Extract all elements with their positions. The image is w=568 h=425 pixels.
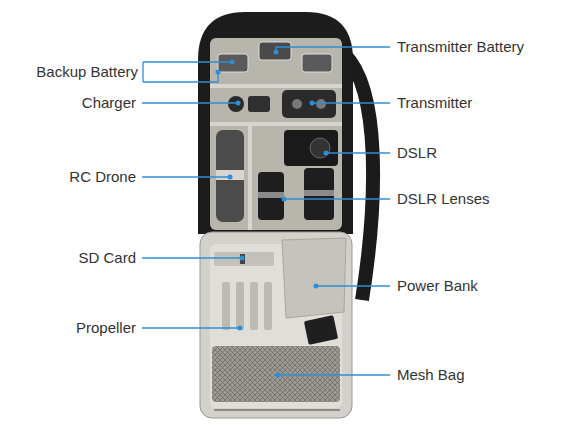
lid (200, 232, 352, 418)
part-label: DSLR Lenses (397, 190, 490, 208)
propeller (264, 282, 272, 330)
leader-line (142, 327, 240, 328)
propeller (250, 282, 258, 330)
sd-card (240, 254, 245, 264)
divider (248, 122, 252, 230)
leader-dot (236, 101, 241, 106)
leader-line (284, 198, 390, 199)
part-label: Backup Battery (36, 63, 138, 81)
propeller (222, 282, 230, 330)
part-label: Power Bank (397, 277, 478, 295)
part-label: Charger (82, 94, 136, 112)
leader-dot (230, 60, 235, 65)
dslr-lens (258, 172, 284, 220)
charger (228, 96, 244, 112)
leader-line (142, 257, 242, 258)
leader-dot (238, 326, 243, 331)
interior (210, 38, 342, 230)
drone-strap (216, 170, 244, 180)
dslr (284, 130, 338, 166)
leader-dot (276, 373, 281, 378)
leader-line (142, 176, 230, 177)
part-label: Mesh Bag (397, 366, 465, 384)
leader-bracket (143, 62, 232, 82)
divider (210, 122, 342, 126)
power-bank-pouch (282, 238, 346, 318)
mesh-bag (212, 346, 340, 402)
part-label: Transmitter Battery (397, 38, 524, 56)
leader-lines (142, 47, 390, 375)
lens-ring (304, 190, 334, 196)
propeller (236, 282, 244, 330)
sd-pocket (214, 252, 274, 266)
lens-ring (258, 192, 284, 198)
leader-dots (216, 50, 329, 378)
leader-dot (310, 101, 315, 106)
leader-line (278, 374, 390, 375)
part-label: SD Card (78, 249, 136, 267)
transmitter (282, 90, 336, 118)
part-label: RC Drone (69, 168, 136, 186)
charger (248, 96, 270, 112)
transmitter-stick (292, 99, 302, 109)
leader-line (276, 47, 390, 52)
part-label: DSLR (397, 144, 437, 162)
leader-dot (324, 151, 329, 156)
leader-dot (240, 256, 245, 261)
zipper (214, 409, 340, 411)
leader-dot (282, 197, 287, 202)
dslr-lens (304, 168, 334, 220)
transmitter-battery (259, 42, 291, 60)
part-label: Transmitter (397, 94, 472, 112)
leader-dot (228, 175, 233, 180)
dslr-mount (310, 138, 330, 158)
leader-line (316, 285, 390, 286)
backup-battery (218, 54, 248, 72)
tag (304, 315, 338, 345)
leader-line (312, 102, 390, 103)
leader-dot (314, 284, 319, 289)
rc-drone (216, 130, 244, 222)
part-label: Propeller (76, 319, 136, 337)
leader-line (326, 152, 390, 153)
backup-battery (302, 54, 332, 72)
leader-dot (216, 70, 221, 75)
leader-dot (274, 50, 279, 55)
transmitter-stick (316, 99, 326, 109)
backpack-shell (198, 12, 353, 234)
divider (210, 84, 342, 88)
leader-line (142, 102, 238, 103)
